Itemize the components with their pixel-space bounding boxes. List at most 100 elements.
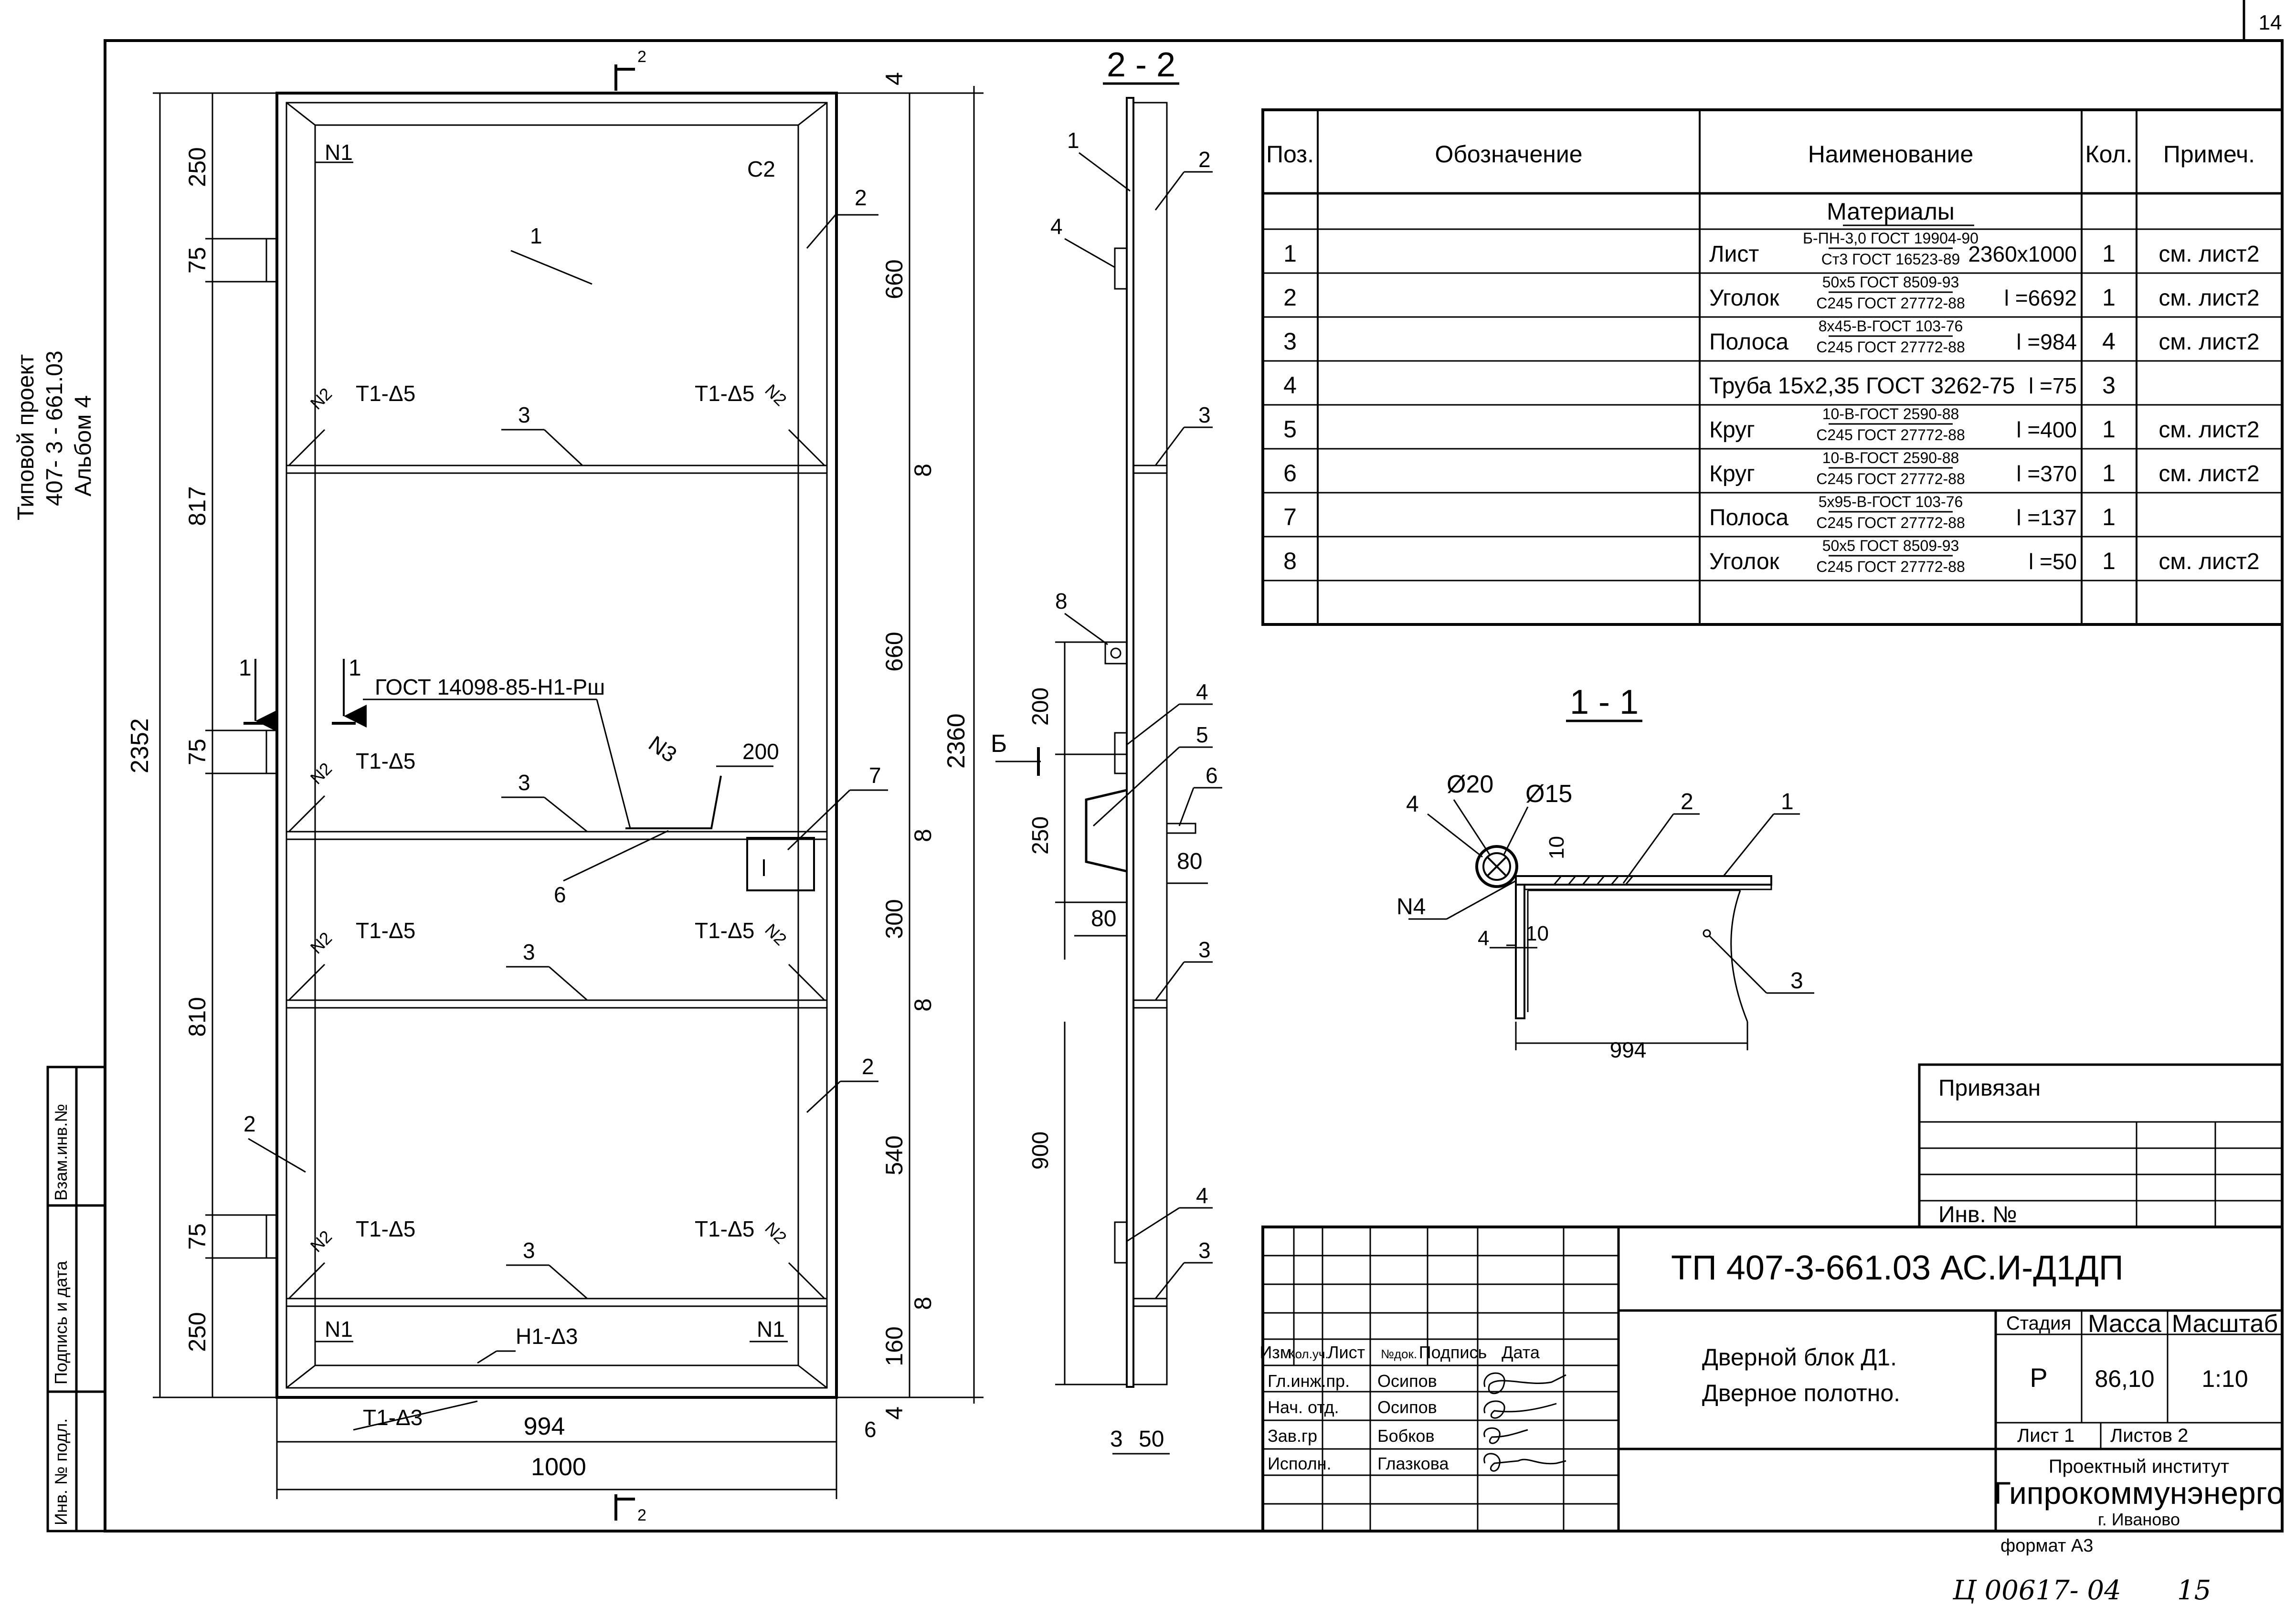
- section-mark-1a: 1: [239, 655, 252, 681]
- dim-2360: 2360: [942, 713, 970, 769]
- spec-name: Лист: [1709, 242, 1759, 267]
- sheet-frame: [104, 0, 2284, 1532]
- title-code: ТП 407-3-661.03 АС.И-Д1ДП: [1671, 1249, 2124, 1287]
- s22-callout-2: 2: [1198, 147, 1211, 172]
- s22-callout-4a: 4: [1050, 214, 1063, 239]
- handwritten-page: 15: [2177, 1575, 2211, 1606]
- door-view: [265, 92, 838, 1399]
- right-dim-10: 4: [881, 1406, 908, 1420]
- spec-gost-bottom: Ст3 ГОСТ 16523-89: [1821, 251, 1960, 268]
- weld-t15-c: Т1-Δ5: [356, 749, 415, 773]
- weld-n2-e: N2: [761, 920, 791, 950]
- spec-name: Полоса: [1709, 505, 1788, 530]
- spec-size: l =50: [2029, 549, 2077, 574]
- s11-callout-2: 2: [1681, 789, 1693, 814]
- spec-gost-top: Б-ПН-3,0 ГОСТ 19904-90: [1803, 230, 1979, 247]
- section-1-1-leaders: [1408, 799, 1814, 994]
- dim-6: 6: [864, 1417, 877, 1442]
- dim-1000: 1000: [531, 1453, 586, 1481]
- s22-dim-80a: 80: [1091, 906, 1116, 931]
- s22-callout-1: 1: [1067, 128, 1079, 153]
- s22-callout-3c: 3: [1198, 1238, 1211, 1263]
- s22-dim-50: 50: [1139, 1427, 1164, 1452]
- spec-name: Круг: [1709, 417, 1755, 443]
- side-label-podpis: Подпись и дата: [51, 1260, 71, 1384]
- left-dim-5: 75: [184, 1223, 211, 1250]
- weld-n1-bl: N1: [325, 1317, 353, 1342]
- s22-dim-80b: 80: [1177, 849, 1202, 874]
- callout-2b: 2: [862, 1054, 874, 1079]
- section-2-2-leaders: [1064, 152, 1222, 1299]
- section-1-1-drawing: [1475, 845, 1772, 1050]
- right-dim-3: 660: [881, 632, 908, 671]
- org-line3: г. Иваново: [2098, 1510, 2180, 1529]
- weld-n1-tl: N1: [325, 140, 353, 165]
- binding-title: Привязан: [1938, 1076, 2041, 1101]
- right-dimension-lines: [836, 86, 984, 1404]
- left-dim-0: 250: [184, 147, 211, 187]
- spec-qty: 1: [2102, 284, 2116, 311]
- dim-994: 994: [524, 1413, 565, 1440]
- bottom-dimension-lines: [276, 1397, 837, 1499]
- spec-qty: 1: [2102, 240, 2116, 267]
- spec-header-2: Наименование: [1808, 141, 1974, 168]
- s22-dim-3: 3: [1110, 1427, 1123, 1452]
- spec-pos: 8: [1283, 548, 1297, 574]
- spec-pos: 1: [1283, 240, 1297, 267]
- weld-n2-d: N2: [307, 928, 336, 958]
- right-dim-5: 300: [881, 899, 908, 939]
- callout-3d: 3: [523, 1238, 535, 1263]
- callout-7: 7: [869, 763, 881, 788]
- tb-col-header-2: Лист: [1328, 1342, 1365, 1362]
- right-dim-4: 8: [910, 829, 936, 842]
- tb-person: Бобков: [1377, 1426, 1435, 1446]
- spec-gost-bottom: С245 ГОСТ 27772-88: [1816, 514, 1965, 531]
- section-2-2-title: 2 - 2: [1107, 46, 1175, 84]
- spec-pos: 5: [1283, 416, 1297, 443]
- spec-header-3: Кол.: [2085, 141, 2133, 168]
- spec-name: Труба 15x2,35 ГОСТ 3262-75: [1709, 373, 2015, 399]
- spec-size: l =137: [2016, 505, 2077, 530]
- weld-n2-f: N2: [307, 1226, 336, 1256]
- s11-dim-10a: 10: [1545, 836, 1568, 859]
- title-name-2: Дверное полотно.: [1702, 1380, 1900, 1406]
- left-dim-3: 75: [184, 739, 211, 765]
- s22-callout-6: 6: [1206, 763, 1218, 788]
- sheets-label: Листов 2: [2110, 1425, 2188, 1446]
- tb-role: Зав.гр: [1268, 1426, 1317, 1446]
- weld-n2-g: N2: [761, 1218, 791, 1248]
- s22-callout-3a: 3: [1198, 402, 1211, 427]
- spec-pos: 7: [1283, 504, 1297, 530]
- spec-qty: 1: [2102, 548, 2116, 574]
- tb-role: Нач. отд.: [1268, 1397, 1339, 1417]
- door-leader-lines: [248, 161, 888, 1431]
- section-2-2-callouts: 1 2 4 3 8 4 5 6 3 4 3: [1050, 128, 1218, 1263]
- section-mark-1b: 1: [349, 655, 361, 681]
- spec-size: l =984: [2016, 329, 2077, 354]
- callout-1: 1: [530, 223, 542, 248]
- handwritten-note: Ц 00617- 04: [1952, 1575, 2121, 1606]
- mass-value: 86,10: [2095, 1365, 2154, 1392]
- gost-note: ГОСТ 14098-85-Н1-Рш: [375, 675, 605, 699]
- stage-value: Р: [2030, 1363, 2047, 1393]
- s11-dia20: Ø20: [1447, 771, 1493, 798]
- scale-value: 1:10: [2201, 1365, 2248, 1392]
- side-strip: [46, 1066, 106, 1532]
- side-label-vzam: Взам.инв.№: [51, 1104, 71, 1201]
- weld-t15-d: Т1-Δ5: [356, 918, 415, 943]
- spec-name: Уголок: [1709, 549, 1780, 574]
- spec-gost-bottom: С245 ГОСТ 27772-88: [1816, 426, 1965, 444]
- stage-label: Стадия: [2006, 1313, 2071, 1334]
- s11-weld-n4: N4: [1397, 894, 1426, 919]
- tb-person: Осипов: [1377, 1371, 1437, 1391]
- weld-n2-c: N2: [307, 759, 336, 788]
- weld-t15-a: Т1-Δ5: [356, 381, 415, 406]
- spec-size: l =75: [2029, 373, 2077, 398]
- title-block-frame: [1261, 1226, 2284, 1532]
- project-line3: Альбом 4: [71, 395, 96, 497]
- s22-callout-8: 8: [1055, 589, 1068, 613]
- tb-person: Глазкова: [1377, 1454, 1449, 1473]
